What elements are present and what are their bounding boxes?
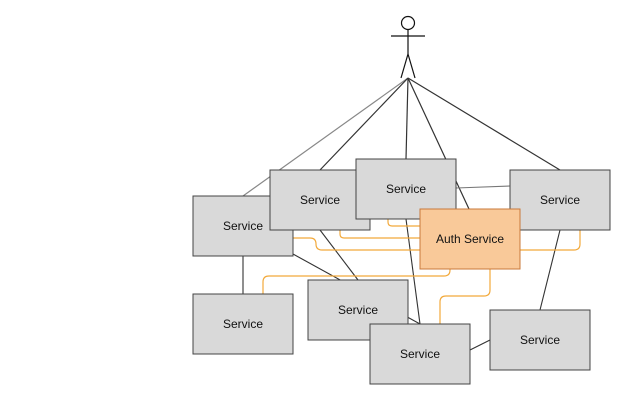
- service-label: Service: [223, 317, 263, 331]
- service-node-s8: Service: [489, 309, 591, 371]
- service-node-s1: Service: [192, 195, 294, 257]
- actor-link-s2: [319, 77, 409, 171]
- auth-link-s1: [293, 237, 420, 251]
- service-node-s7: Service: [369, 323, 471, 385]
- auth-service-node: Auth Service: [419, 208, 521, 270]
- auth-link-s5: [262, 269, 451, 294]
- service-label: Service: [223, 219, 263, 233]
- service-label: Service: [300, 193, 340, 207]
- link-s3-s7: [405, 218, 421, 325]
- auth-link-s2: [339, 230, 420, 239]
- actor-link-s4: [407, 77, 561, 171]
- link-s4-s8: [539, 229, 561, 311]
- service-label: Service: [540, 193, 580, 207]
- user-actor-icon: [391, 15, 425, 79]
- service-label: Service: [338, 303, 378, 317]
- link-s2-s6: [319, 229, 359, 281]
- actor-link-s3: [405, 77, 409, 160]
- auth-link-s7: [439, 269, 491, 324]
- auth-link-s4: [520, 230, 581, 251]
- auth-links: [262, 219, 581, 324]
- service-label: Service: [386, 182, 426, 196]
- service-label: Service: [400, 347, 440, 361]
- service-node-s2: Service: [269, 169, 371, 231]
- actor-link-auth: [407, 77, 470, 210]
- service-node-s4: Service: [509, 169, 611, 231]
- link-s7-s8: [469, 339, 491, 351]
- link-s3-s4: [455, 185, 511, 189]
- auth-link-s3: [387, 219, 420, 227]
- service-node-s5: Service: [192, 293, 294, 355]
- auth-service-label: Auth Service: [436, 232, 504, 246]
- service-label: Service: [520, 333, 560, 347]
